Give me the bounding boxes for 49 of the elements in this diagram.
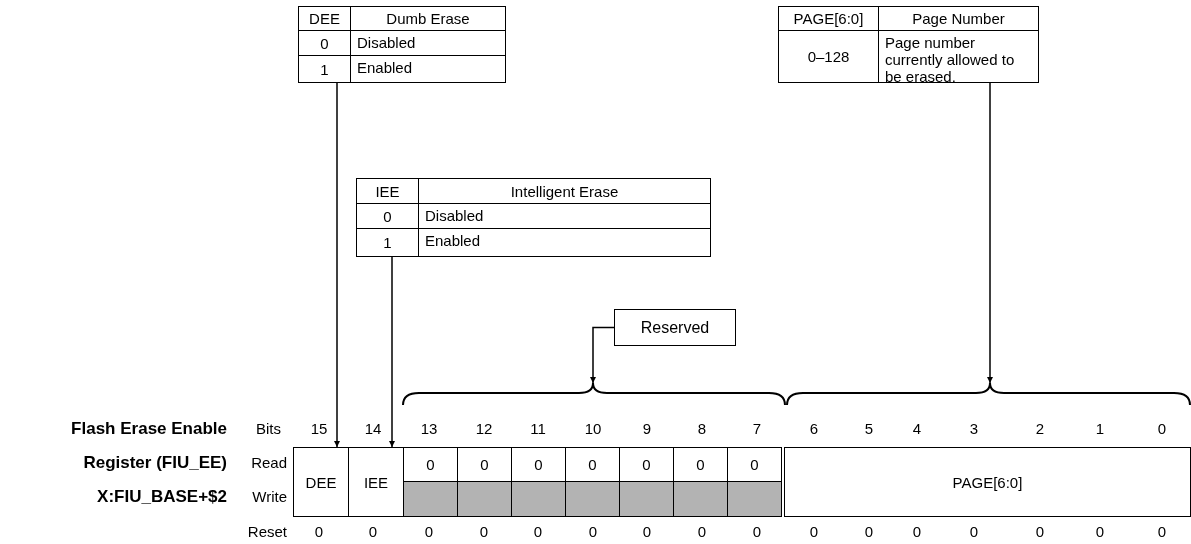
curly-brace (402, 382, 786, 406)
register-field: PAGE[6:0] (784, 447, 1191, 517)
bit-number: 8 (697, 420, 707, 438)
bit-number: 10 (584, 420, 602, 438)
reset-value: 0 (969, 523, 979, 541)
bit-number: 4 (912, 420, 922, 438)
reset-value: 0 (809, 523, 819, 541)
bit-number: 2 (1035, 420, 1045, 438)
reset-value: 0 (752, 523, 762, 541)
row-label: Write (252, 488, 287, 506)
bit-number: 12 (475, 420, 493, 438)
reset-value: 0 (588, 523, 598, 541)
bit-number: 14 (364, 420, 382, 438)
bit-number: 3 (969, 420, 979, 438)
row-label: Read (251, 454, 287, 472)
register-title: Flash Erase Enable (71, 420, 227, 438)
curly-brace (786, 382, 1191, 406)
reset-value: 0 (1157, 523, 1167, 541)
reset-value: 0 (697, 523, 707, 541)
callout-label: Reserved (614, 309, 736, 346)
bit-number: 5 (864, 420, 874, 438)
reset-value: 0 (642, 523, 652, 541)
arrow (334, 82, 340, 448)
bit-number: 9 (642, 420, 652, 438)
reset-value: 0 (314, 523, 324, 541)
bit-number: 7 (752, 420, 762, 438)
bit-number: 6 (809, 420, 819, 438)
row-label: Reset (247, 523, 287, 541)
register-field: DEE (293, 447, 349, 517)
arrow (590, 326, 615, 384)
reset-value: 0 (368, 523, 378, 541)
bit-number: 13 (420, 420, 438, 438)
reset-value: 0 (479, 523, 489, 541)
read-value: 0 (727, 447, 782, 482)
arrow (987, 82, 993, 384)
bit-number: 15 (310, 420, 328, 438)
register-title: Register (FIU_EE) (83, 454, 227, 472)
row-label: Bits (256, 420, 281, 438)
bit-number: 1 (1095, 420, 1105, 438)
arrow (389, 256, 395, 448)
reset-value: 0 (424, 523, 434, 541)
reset-value: 0 (912, 523, 922, 541)
bit-number: 11 (530, 420, 546, 438)
bit-number: 0 (1157, 420, 1167, 438)
reset-value: 0 (864, 523, 874, 541)
reset-value: 0 (1035, 523, 1045, 541)
reset-value: 0 (533, 523, 543, 541)
register-address: X:FIU_BASE+$2 (97, 488, 227, 506)
reset-value: 0 (1095, 523, 1105, 541)
